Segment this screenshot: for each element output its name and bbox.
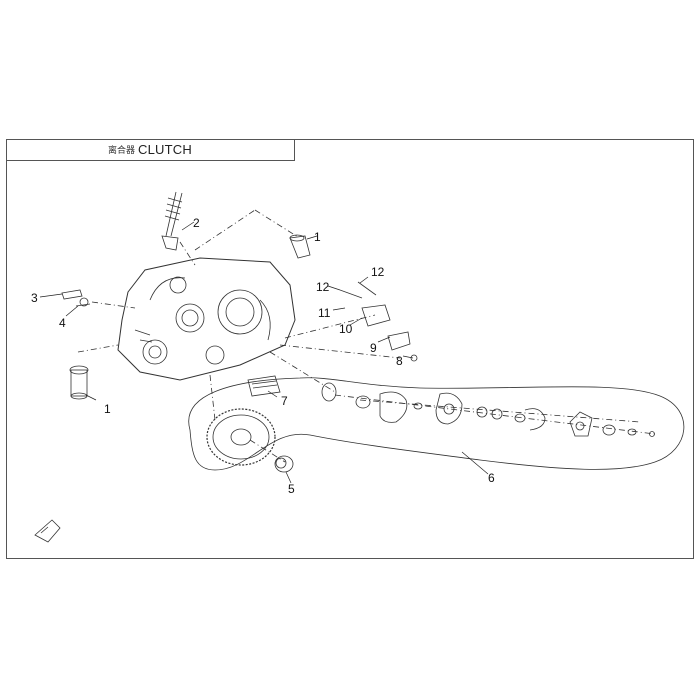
title-box: 离合器 CLUTCH — [6, 139, 295, 161]
title-chinese: 离合器 — [108, 146, 136, 156]
callout-2: 2 — [193, 216, 200, 230]
callout-4: 4 — [59, 316, 66, 330]
callout-10: 10 — [339, 322, 353, 336]
callout-5: 5 — [288, 482, 295, 496]
callout-1-top: 1 — [314, 230, 321, 244]
crankcase — [117, 257, 296, 381]
part-1-top — [289, 234, 311, 259]
callout-7: 7 — [281, 394, 288, 408]
callout-9: 9 — [370, 341, 377, 355]
callout-12-right: 12 — [371, 265, 385, 279]
callout-3: 3 — [31, 291, 38, 305]
callout-11: 11 — [318, 306, 331, 320]
diagram-frame — [6, 139, 694, 559]
part-7-plate — [247, 375, 281, 397]
callout-6: 6 — [488, 471, 495, 485]
assembly-lines — [77, 209, 656, 463]
callout-12-left: 12 — [316, 280, 330, 294]
arrow-icon — [34, 519, 61, 543]
clutch-assembly-outline — [188, 377, 685, 471]
small-parts — [339, 281, 418, 362]
leader-lines — [39, 221, 489, 484]
parts-3-4 — [61, 289, 91, 307]
part-1-left — [69, 365, 89, 400]
clutch-components — [321, 382, 655, 437]
title-english: CLUTCH — [138, 142, 192, 157]
part-5-bushing — [274, 455, 294, 473]
callout-8: 8 — [396, 354, 403, 368]
primary-gear — [206, 408, 276, 466]
callout-1-left: 1 — [104, 402, 111, 416]
part-2-shaft — [161, 191, 183, 251]
